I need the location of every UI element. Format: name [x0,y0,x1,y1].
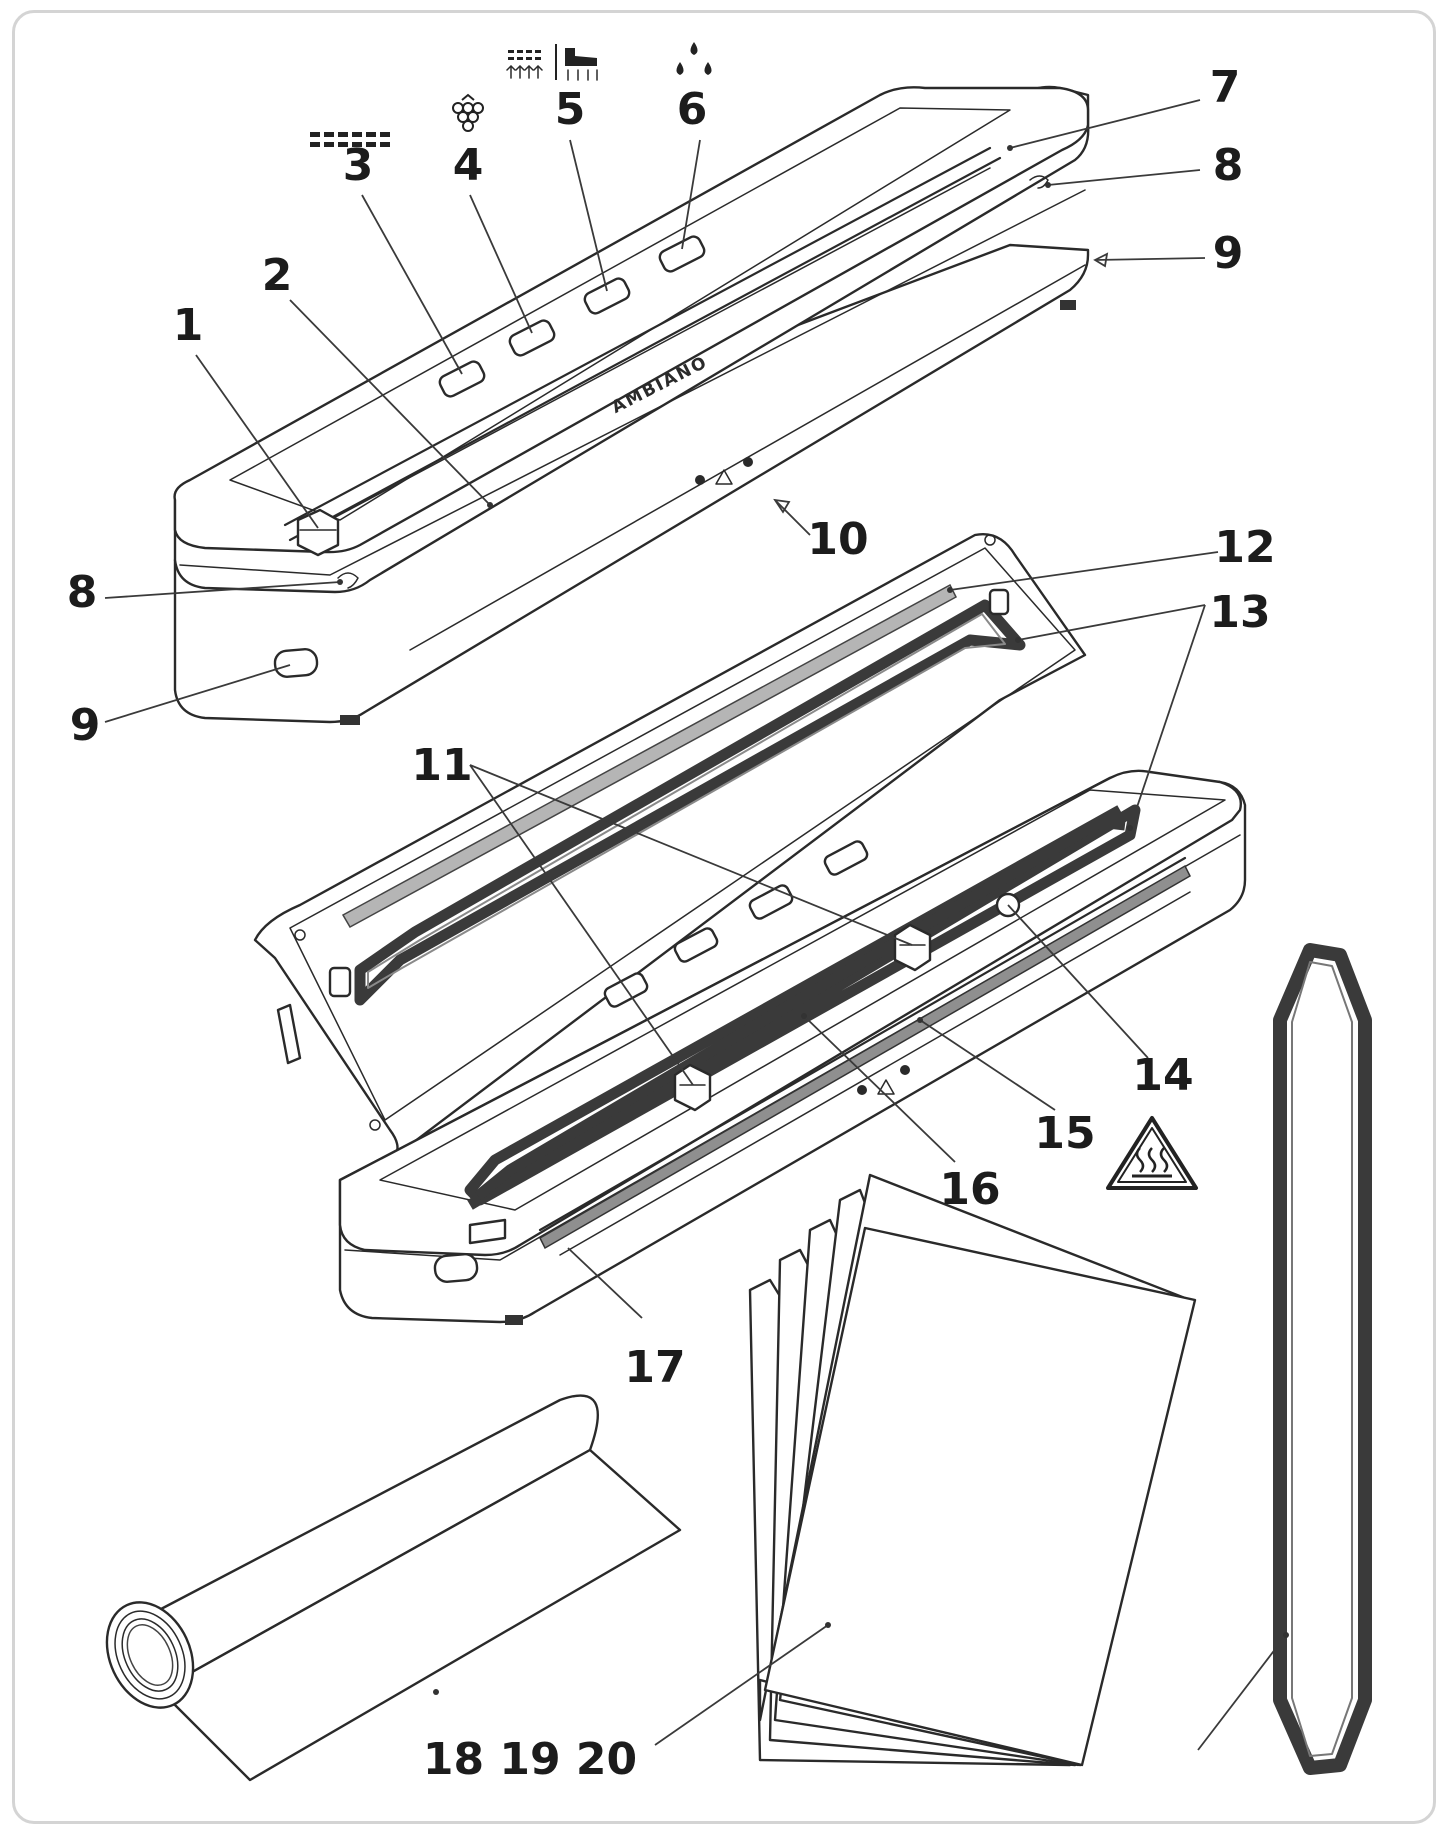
callout-18-19-20: 18 19 20 [423,1734,637,1785]
callout-8-left: 8 [67,567,98,618]
button-vacuum-seal[interactable] [437,359,486,399]
lid-latch-right [988,588,1010,616]
spare-gasket [1273,943,1372,1775]
callout-9-right: 9 [1213,228,1244,279]
vacuum-sealer-closed: AMBIANO [173,85,1090,725]
leader-dots [337,145,1289,1695]
bag-stack [748,1173,1197,1767]
vacuum-sealer-open [253,533,1247,1325]
callout-8-right: 8 [1213,140,1244,191]
food-grapes-icon [452,93,484,132]
callout-5: 5 [555,84,586,135]
seal-heat-icon [506,44,598,81]
callout-10: 10 [807,514,868,565]
callout-4: 4 [453,140,484,191]
button-moist[interactable] [657,234,706,274]
moist-drops-icon [676,42,712,75]
callout-2: 2 [262,250,293,301]
callout-1: 1 [173,300,204,351]
bag-roll [105,1394,682,1782]
callout-labels: 1 2 3 4 5 6 7 8 8 9 9 10 11 12 13 14 15 … [67,62,1276,1785]
callout-14: 14 [1132,1050,1193,1101]
side-release-button-open[interactable] [433,1253,479,1283]
callout-6: 6 [677,84,708,135]
side-release-button[interactable] [273,648,319,678]
callout-13: 13 [1209,587,1270,638]
callout-17: 17 [624,1342,685,1393]
callout-11: 11 [411,740,472,791]
leader-lines [104,99,1287,1751]
button-seal[interactable] [582,276,631,316]
button-food-mode[interactable] [507,318,556,358]
callout-15: 15 [1034,1108,1095,1159]
hot-surface-warning-icon [1106,1116,1198,1190]
control-buttons [437,234,706,399]
front-symbols [695,457,753,485]
open-button-4[interactable] [823,839,869,876]
vacuum-dots-icon [310,132,390,147]
pressure-clip-right [893,923,932,972]
cutter-slider [296,508,340,557]
pressure-clip-left [673,1063,712,1112]
callout-12: 12 [1214,522,1275,573]
callout-9-left: 9 [70,700,101,751]
open-button-3[interactable] [748,883,794,920]
lid-latch [328,966,352,998]
callout-7: 7 [1210,62,1241,113]
open-button-2[interactable] [673,926,719,963]
callout-3: 3 [343,140,374,191]
callout-16: 16 [939,1164,1000,1215]
